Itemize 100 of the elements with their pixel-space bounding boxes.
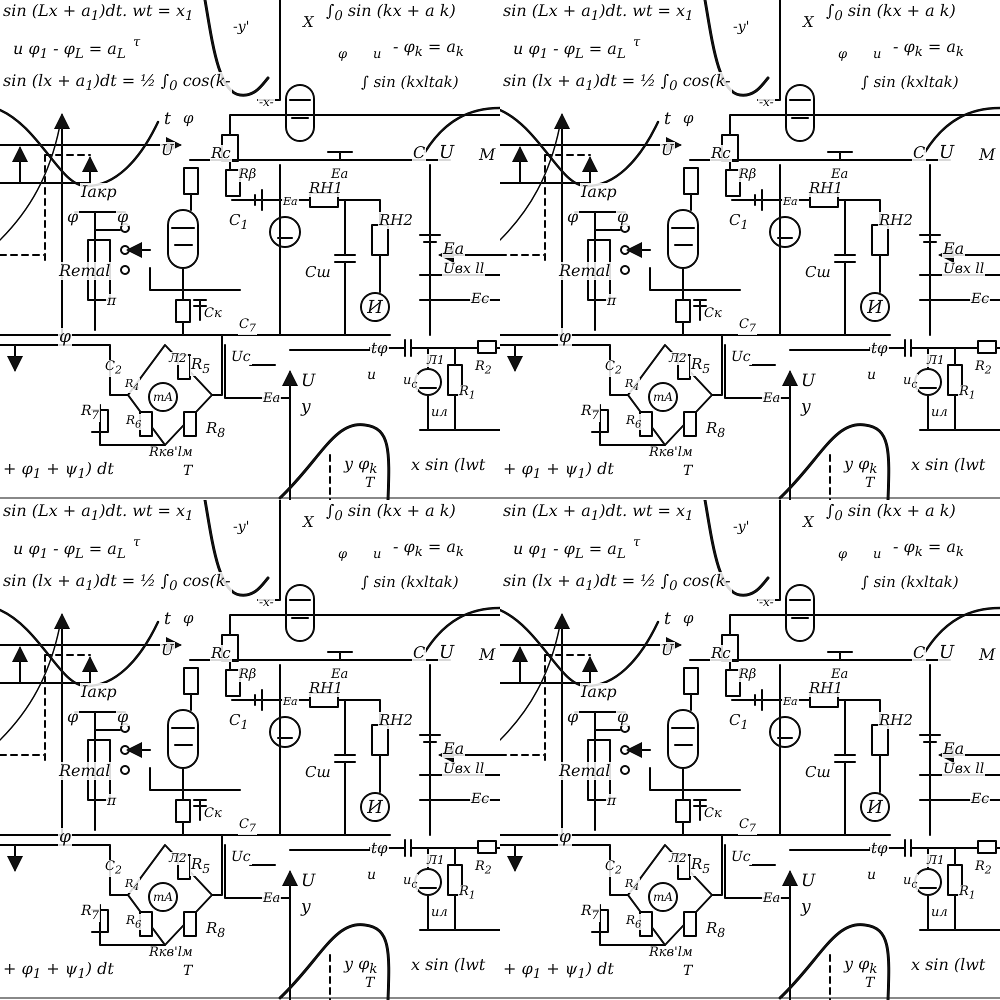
handwritten-note: C$_{2}$ bbox=[604, 360, 623, 376]
handwritten-note: Rc bbox=[710, 645, 732, 662]
handwritten-note: R$_{8}$ bbox=[705, 920, 726, 940]
handwritten-note: ∫ sin (kxltak) bbox=[860, 74, 960, 90]
handwritten-note: φ bbox=[116, 208, 130, 226]
handwritten-note: Rc bbox=[210, 145, 232, 162]
handwritten-note: -y' bbox=[732, 520, 750, 536]
handwritten-note: Uвх ll bbox=[942, 262, 986, 278]
handwritten-note: u$_{c}$ bbox=[902, 874, 918, 890]
meter-circle: И bbox=[360, 792, 390, 822]
handwritten-note: U bbox=[438, 143, 456, 163]
handwritten-note: C bbox=[912, 144, 926, 162]
meter-circle: mA bbox=[148, 382, 178, 412]
handwritten-note: φ bbox=[58, 828, 72, 847]
handwritten-note: φ bbox=[66, 708, 80, 726]
handwritten-note: R$_{4}$ bbox=[624, 378, 640, 394]
handwritten-note: ∫ sin (kxltak) bbox=[360, 574, 460, 590]
handwritten-note: Uвх ll bbox=[442, 762, 486, 778]
handwritten-note: φ bbox=[566, 708, 580, 726]
handwritten-note: ∫ sin (kxltak) bbox=[860, 574, 960, 590]
handwritten-note: Cш bbox=[304, 264, 332, 280]
handwritten-note: U bbox=[160, 642, 175, 658]
handwritten-note: C$_{7}$ bbox=[238, 318, 257, 334]
handwritten-note: u$_{c}$ bbox=[402, 874, 418, 890]
handwritten-note: U bbox=[660, 142, 675, 158]
handwritten-note: u$_{c}$ bbox=[402, 374, 418, 390]
handwritten-note: Rc bbox=[210, 645, 232, 662]
handwritten-note: Uвх ll bbox=[442, 262, 486, 278]
handwritten-note: Reтal bbox=[58, 762, 112, 780]
handwritten-note: R$_{5}$ bbox=[190, 356, 212, 376]
handwritten-note: R$_{2}$ bbox=[974, 860, 993, 876]
handwritten-note: Ea bbox=[782, 196, 799, 208]
handwritten-note: R$_{5}$ bbox=[690, 356, 712, 376]
handwritten-note: R$_{6}$ bbox=[625, 914, 642, 930]
handwritten-note: φ bbox=[616, 708, 630, 726]
handwritten-note: φ bbox=[837, 548, 848, 562]
handwritten-note: φ bbox=[337, 548, 348, 562]
handwritten-note: Ea bbox=[782, 696, 799, 708]
handwritten-note: R$_{6}$ bbox=[125, 414, 142, 430]
handwritten-note: Ea bbox=[442, 740, 466, 758]
handwritten-note: C$_{2}$ bbox=[104, 360, 123, 376]
handwritten-note: C bbox=[912, 644, 926, 662]
handwritten-note: φ bbox=[616, 208, 630, 226]
handwritten-note: R$_{8}$ bbox=[205, 920, 226, 940]
handwritten-note: Uвх ll bbox=[942, 762, 986, 778]
handwritten-note: R$_{2}$ bbox=[474, 860, 493, 876]
handwritten-note: C bbox=[412, 144, 426, 162]
handwritten-note: R$_{7}$ bbox=[80, 904, 100, 922]
handwritten-note: Ea bbox=[282, 696, 299, 708]
handwritten-note: C$_{2}$ bbox=[104, 860, 123, 876]
meter-circle: И bbox=[860, 292, 890, 322]
handwritten-note: Ea bbox=[942, 740, 966, 758]
handwritten-note: U bbox=[438, 643, 456, 663]
handwritten-note: Л2 bbox=[168, 852, 188, 866]
handwritten-note: ∫ sin (kxltak) bbox=[360, 74, 460, 90]
handwritten-note: Л2 bbox=[668, 352, 688, 366]
handwritten-note: RH2 bbox=[878, 712, 914, 728]
handwritten-note: R$_{7}$ bbox=[580, 904, 600, 922]
handwritten-note: sin (lx + a$_{1}$)dt = ½ ∫$_{0}$ cos(k- bbox=[502, 572, 732, 595]
handwritten-note: -y' bbox=[232, 520, 250, 536]
handwritten-note: Cш bbox=[804, 764, 832, 780]
meter-circle: И bbox=[860, 792, 890, 822]
handwritten-note: RH2 bbox=[378, 212, 414, 228]
handwritten-note: Uc bbox=[730, 350, 752, 366]
handwritten-note: Iакр bbox=[580, 683, 618, 701]
handwritten-note: U bbox=[938, 143, 956, 163]
handwritten-note: Rβ bbox=[238, 668, 258, 682]
handwritten-note: x sin (lwt bbox=[910, 456, 986, 474]
handwritten-note: φ bbox=[337, 48, 348, 62]
handwritten-note: C$_{2}$ bbox=[604, 860, 623, 876]
handwritten-note: U bbox=[160, 142, 175, 158]
handwritten-note: φ bbox=[566, 208, 580, 226]
handwritten-note: Rβ bbox=[238, 168, 258, 182]
handwritten-note: Ea bbox=[282, 196, 299, 208]
handwritten-note: R$_{5}$ bbox=[190, 856, 212, 876]
handwritten-note: tφ bbox=[370, 340, 389, 356]
handwritten-note: C$_{7}$ bbox=[738, 818, 757, 834]
handwritten-note: RH2 bbox=[378, 712, 414, 728]
handwritten-note: Cш bbox=[804, 264, 832, 280]
handwritten-note: Л2 bbox=[668, 852, 688, 866]
handwritten-note: Л2 bbox=[168, 352, 188, 366]
handwritten-note: R$_{6}$ bbox=[625, 414, 642, 430]
handwritten-note: Iакр bbox=[80, 183, 118, 201]
meter-circle: mA bbox=[148, 882, 178, 912]
handwritten-note: R$_{2}$ bbox=[474, 360, 493, 376]
handwritten-note: R$_{7}$ bbox=[80, 404, 100, 422]
handwritten-note: Iакр bbox=[80, 683, 118, 701]
handwritten-note: Rc bbox=[710, 145, 732, 162]
handwritten-note: R$_{4}$ bbox=[124, 378, 140, 394]
handwritten-note: tφ bbox=[870, 340, 889, 356]
handwritten-note: tφ bbox=[870, 840, 889, 856]
handwritten-note: φ bbox=[558, 328, 572, 347]
handwritten-note: Reтal bbox=[58, 262, 112, 280]
handwritten-note: R$_{8}$ bbox=[705, 420, 726, 440]
handwritten-note: U bbox=[938, 643, 956, 663]
handwritten-note: U bbox=[660, 642, 675, 658]
handwritten-note: Rβ bbox=[738, 668, 758, 682]
handwritten-note: Uc bbox=[230, 850, 252, 866]
handwritten-note: C bbox=[412, 644, 426, 662]
handwritten-note: x sin (lwt bbox=[910, 956, 986, 974]
